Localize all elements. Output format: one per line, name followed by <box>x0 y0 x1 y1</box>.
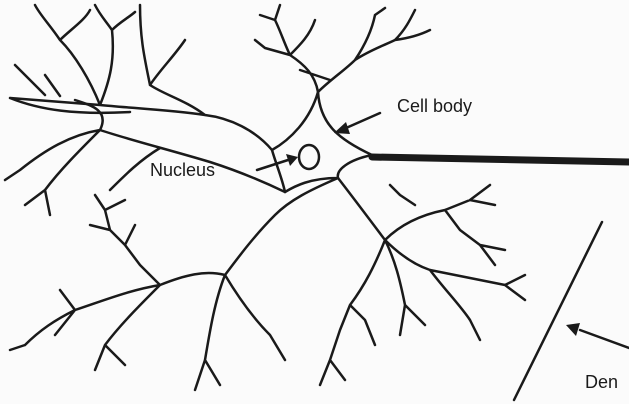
axon-line <box>372 157 629 162</box>
cell-body-label: Cell body <box>397 96 472 116</box>
dendrite-left <box>5 100 285 215</box>
dendrite-arrow <box>566 323 629 348</box>
dendrite-lower <box>10 178 338 390</box>
dendrite-label: Den <box>585 372 618 392</box>
dendrite-upper-right <box>255 5 430 92</box>
nucleus-label: Nucleus <box>150 160 215 180</box>
nucleus-circle <box>299 145 319 169</box>
dendrite-lower-right <box>320 178 525 385</box>
cell-body-outline <box>272 92 372 192</box>
cell-body-arrow <box>334 113 380 134</box>
dendrite-upper-left <box>10 5 272 150</box>
